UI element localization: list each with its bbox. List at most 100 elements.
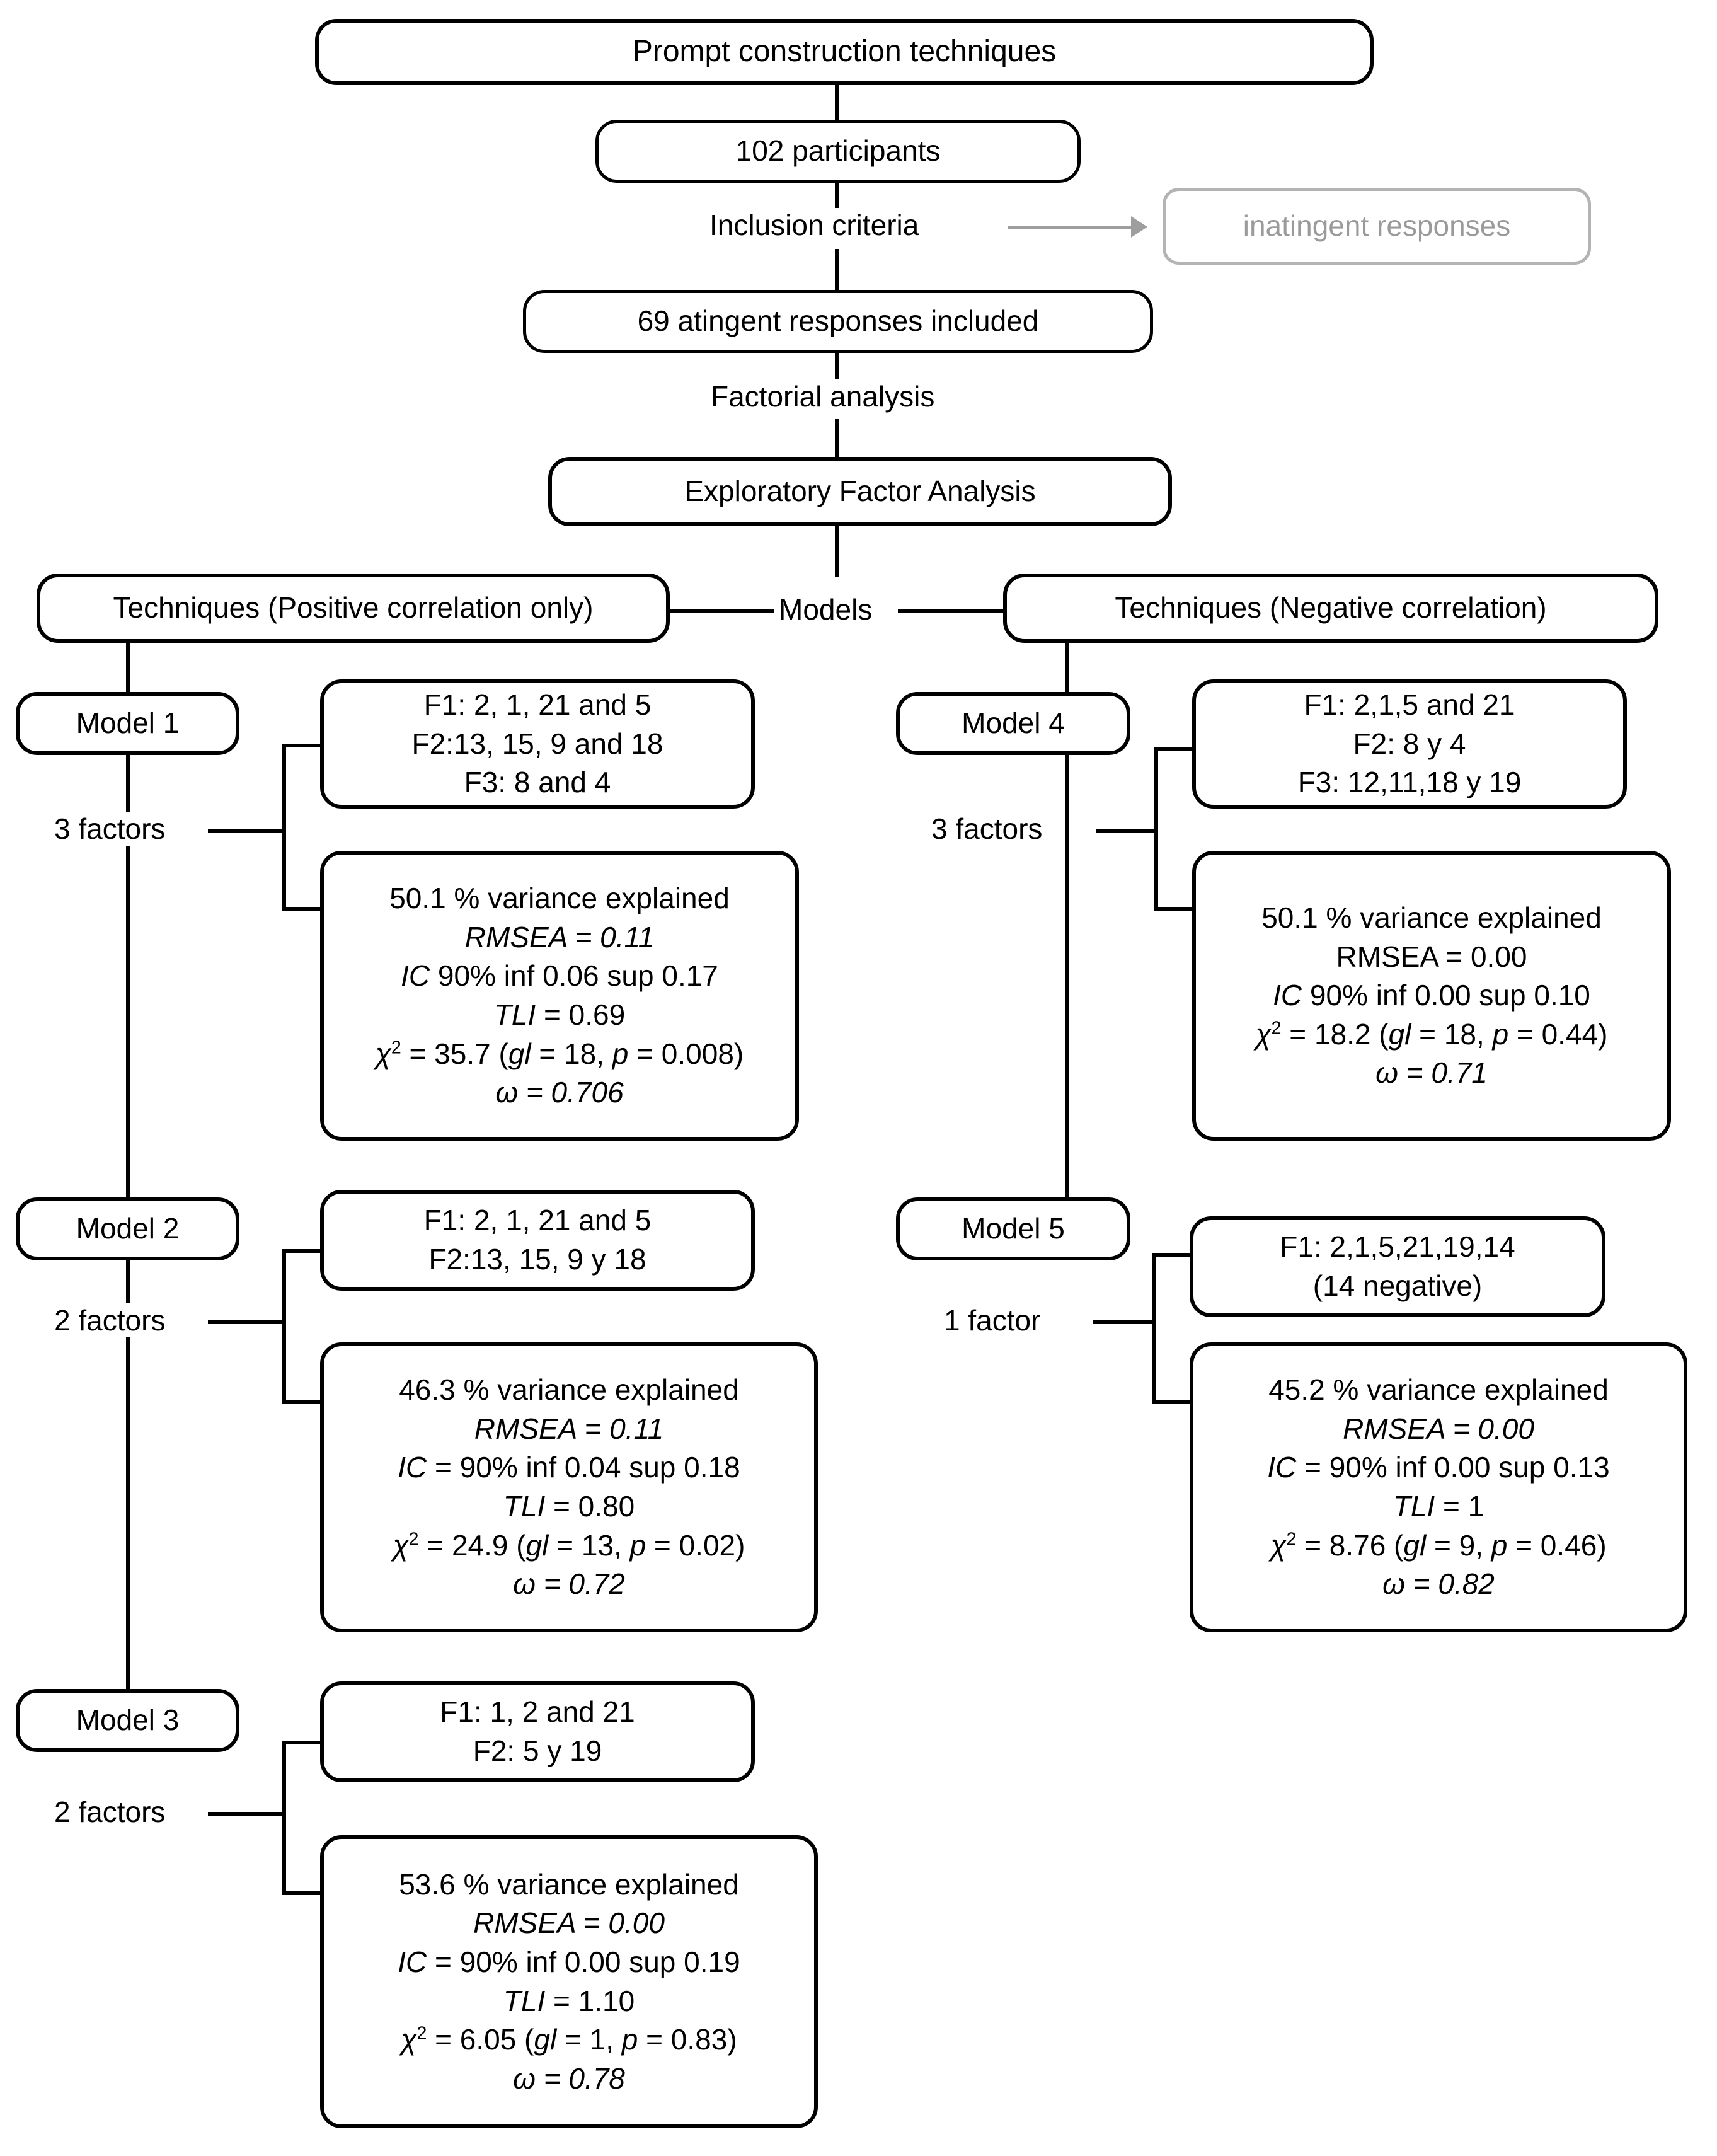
stat-tli-label: TLI xyxy=(1393,1490,1435,1523)
stat-rmsea: RMSEA = 0.00 xyxy=(1343,1412,1534,1445)
gl-value: = 9, xyxy=(1426,1528,1491,1562)
p-label: p xyxy=(1491,1528,1508,1562)
stat-ic-value: 90% inf 0.06 sup 0.17 xyxy=(430,959,718,993)
stat-ic-label: IC xyxy=(1273,979,1302,1012)
node-model-2: Model 2 xyxy=(16,1197,239,1260)
gl-label: gl xyxy=(525,1528,549,1562)
node-techniques-positive-correlation: Techniques (Positive correlation only) xyxy=(37,574,670,643)
chi-symbol: χ xyxy=(401,2023,417,2056)
gl-value: = 18, xyxy=(1411,1017,1493,1051)
loadings-text: F1: 2,1,5 and 21 F2: 8 y 4 F3: 12,11,18 … xyxy=(1196,686,1623,802)
gl-value: = 1, xyxy=(556,2023,622,2056)
p-label: p xyxy=(1492,1017,1509,1051)
stats-text: 50.1 % variance explained RMSEA = 0.11 I… xyxy=(324,879,795,1112)
loadings-text: F1: 2, 1, 21 and 5 F2:13, 15, 9 and 18 F… xyxy=(324,686,751,802)
stat-ic-value: 90% inf 0.00 sup 0.10 xyxy=(1302,979,1590,1012)
stats-text: 46.3 % variance explained RMSEA = 0.11 I… xyxy=(324,1371,814,1604)
bracket-model-3 xyxy=(282,1741,320,1895)
stat-omega: ω = 0.706 xyxy=(495,1076,624,1109)
node-model-4-loadings: F1: 2,1,5 and 21 F2: 8 y 4 F3: 12,11,18 … xyxy=(1192,679,1627,809)
stat-omega: ω = 0.78 xyxy=(513,2061,625,2095)
node-model-2-loadings: F1: 2, 1, 21 and 5 F2:13, 15, 9 y 18 xyxy=(320,1190,755,1291)
stat-ic-value: = 90% inf 0.00 sup 0.13 xyxy=(1296,1451,1610,1484)
node-model-1: Model 1 xyxy=(16,692,239,755)
loading-line: F1: 2, 1, 21 and 5 xyxy=(423,688,652,722)
loading-line: F1: 1, 2 and 21 xyxy=(440,1695,635,1729)
label-model-5-factors: 1 factor xyxy=(939,1303,1046,1337)
chi-value: = 6.05 ( xyxy=(427,2023,534,2056)
stat-ic-label: IC xyxy=(401,959,430,993)
loading-line: F1: 2,1,5,21,19,14 xyxy=(1280,1230,1515,1264)
chi-symbol: χ xyxy=(1255,1017,1272,1051)
node-model-2-stats: 46.3 % variance explained RMSEA = 0.11 I… xyxy=(320,1342,818,1632)
stats-text: 50.1 % variance explained RMSEA = 0.00 I… xyxy=(1196,899,1667,1093)
p-value: = 0.83) xyxy=(638,2023,737,2056)
label-model-3-factors: 2 factors xyxy=(49,1795,171,1829)
loading-line: F2:13, 15, 9 y 18 xyxy=(428,1243,646,1276)
p-value: = 0.44) xyxy=(1508,1017,1608,1051)
label-model-1-factors: 3 factors xyxy=(49,812,171,846)
stat-ic-label: IC xyxy=(1267,1451,1297,1484)
gl-label: gl xyxy=(1388,1017,1411,1051)
stat-tli-value: = 1.10 xyxy=(545,1984,635,2017)
connector-efa-to-models xyxy=(835,526,839,577)
loadings-text: F1: 2, 1, 21 and 5 F2:13, 15, 9 y 18 xyxy=(324,1201,751,1279)
chi-value: = 35.7 ( xyxy=(401,1037,508,1070)
p-label: p xyxy=(621,2023,638,2056)
loadings-text: F1: 2,1,5,21,19,14 (14 negative) xyxy=(1193,1228,1602,1305)
stat-rmsea: RMSEA = 0.11 xyxy=(464,920,655,954)
loading-line: F2: 5 y 19 xyxy=(473,1734,602,1767)
connector-model-1-factors-to-bracket xyxy=(208,829,284,833)
chi-exponent: 2 xyxy=(408,1529,419,1550)
chi-exponent: 2 xyxy=(1271,1018,1282,1039)
node-exploratory-factor-analysis: Exploratory Factor Analysis xyxy=(548,457,1172,526)
bracket-model-1 xyxy=(282,744,320,911)
node-model-4: Model 4 xyxy=(896,692,1130,755)
node-label: Model 4 xyxy=(962,706,1065,740)
stat-variance: 53.6 % variance explained xyxy=(399,1867,739,1901)
stat-variance: 50.1 % variance explained xyxy=(389,882,730,915)
connector-model-5-factors-to-bracket xyxy=(1093,1320,1153,1324)
chi-symbol: χ xyxy=(375,1037,391,1070)
label-models: Models xyxy=(774,592,878,626)
connector-factorial-to-efa xyxy=(835,419,839,460)
chi-value: = 24.9 ( xyxy=(418,1528,526,1562)
stat-rmsea: RMSEA = 0.00 xyxy=(473,1906,665,1940)
node-label: inatingent responses xyxy=(1243,209,1511,243)
p-value: = 0.008) xyxy=(628,1037,744,1070)
node-label: Prompt construction techniques xyxy=(632,35,1057,69)
node-label: Model 2 xyxy=(76,1212,180,1245)
node-label: 102 participants xyxy=(735,134,941,168)
loading-line: F3: 8 and 4 xyxy=(464,766,611,799)
connector-right-spine xyxy=(1065,643,1069,1210)
gl-value: = 18, xyxy=(531,1037,612,1070)
node-label: Model 1 xyxy=(76,706,180,740)
stat-tli-value: = 0.80 xyxy=(545,1490,635,1523)
p-label: p xyxy=(629,1528,646,1562)
connector-models-to-left-branch xyxy=(668,609,778,613)
node-102-participants: 102 participants xyxy=(595,120,1081,183)
node-inatingent-responses: inatingent responses xyxy=(1163,188,1591,265)
connector-model-4-factors-to-bracket xyxy=(1096,829,1156,833)
loading-line: F3: 12,11,18 y 19 xyxy=(1297,766,1522,799)
stat-tli-label: TLI xyxy=(503,1490,546,1523)
connector-criteria-to-excluded xyxy=(1008,226,1134,229)
arrowhead-icon xyxy=(1131,216,1147,238)
stat-omega: ω = 0.71 xyxy=(1375,1056,1488,1090)
stat-rmsea: RMSEA = 0.11 xyxy=(474,1412,664,1445)
stat-tli-value: = 0.69 xyxy=(536,998,626,1031)
gl-label: gl xyxy=(508,1037,531,1070)
connector-models-to-right-branch xyxy=(898,609,1005,613)
gl-value: = 13, xyxy=(548,1528,630,1562)
p-value: = 0.46) xyxy=(1507,1528,1607,1562)
loading-line: F1: 2, 1, 21 and 5 xyxy=(423,1204,652,1237)
node-model-1-loadings: F1: 2, 1, 21 and 5 F2:13, 15, 9 and 18 F… xyxy=(320,679,755,809)
stat-tli-label: TLI xyxy=(493,998,536,1031)
label-inclusion-criteria: Inclusion criteria xyxy=(704,208,924,242)
stat-variance: 50.1 % variance explained xyxy=(1261,901,1602,934)
connector-included-to-factorial xyxy=(835,353,839,391)
stat-ic-value: = 90% inf 0.00 sup 0.19 xyxy=(427,1945,740,1978)
node-label: Techniques (Positive correlation only) xyxy=(113,591,594,625)
chi-value: = 18.2 ( xyxy=(1281,1017,1389,1051)
chi-symbol: χ xyxy=(1270,1528,1287,1562)
